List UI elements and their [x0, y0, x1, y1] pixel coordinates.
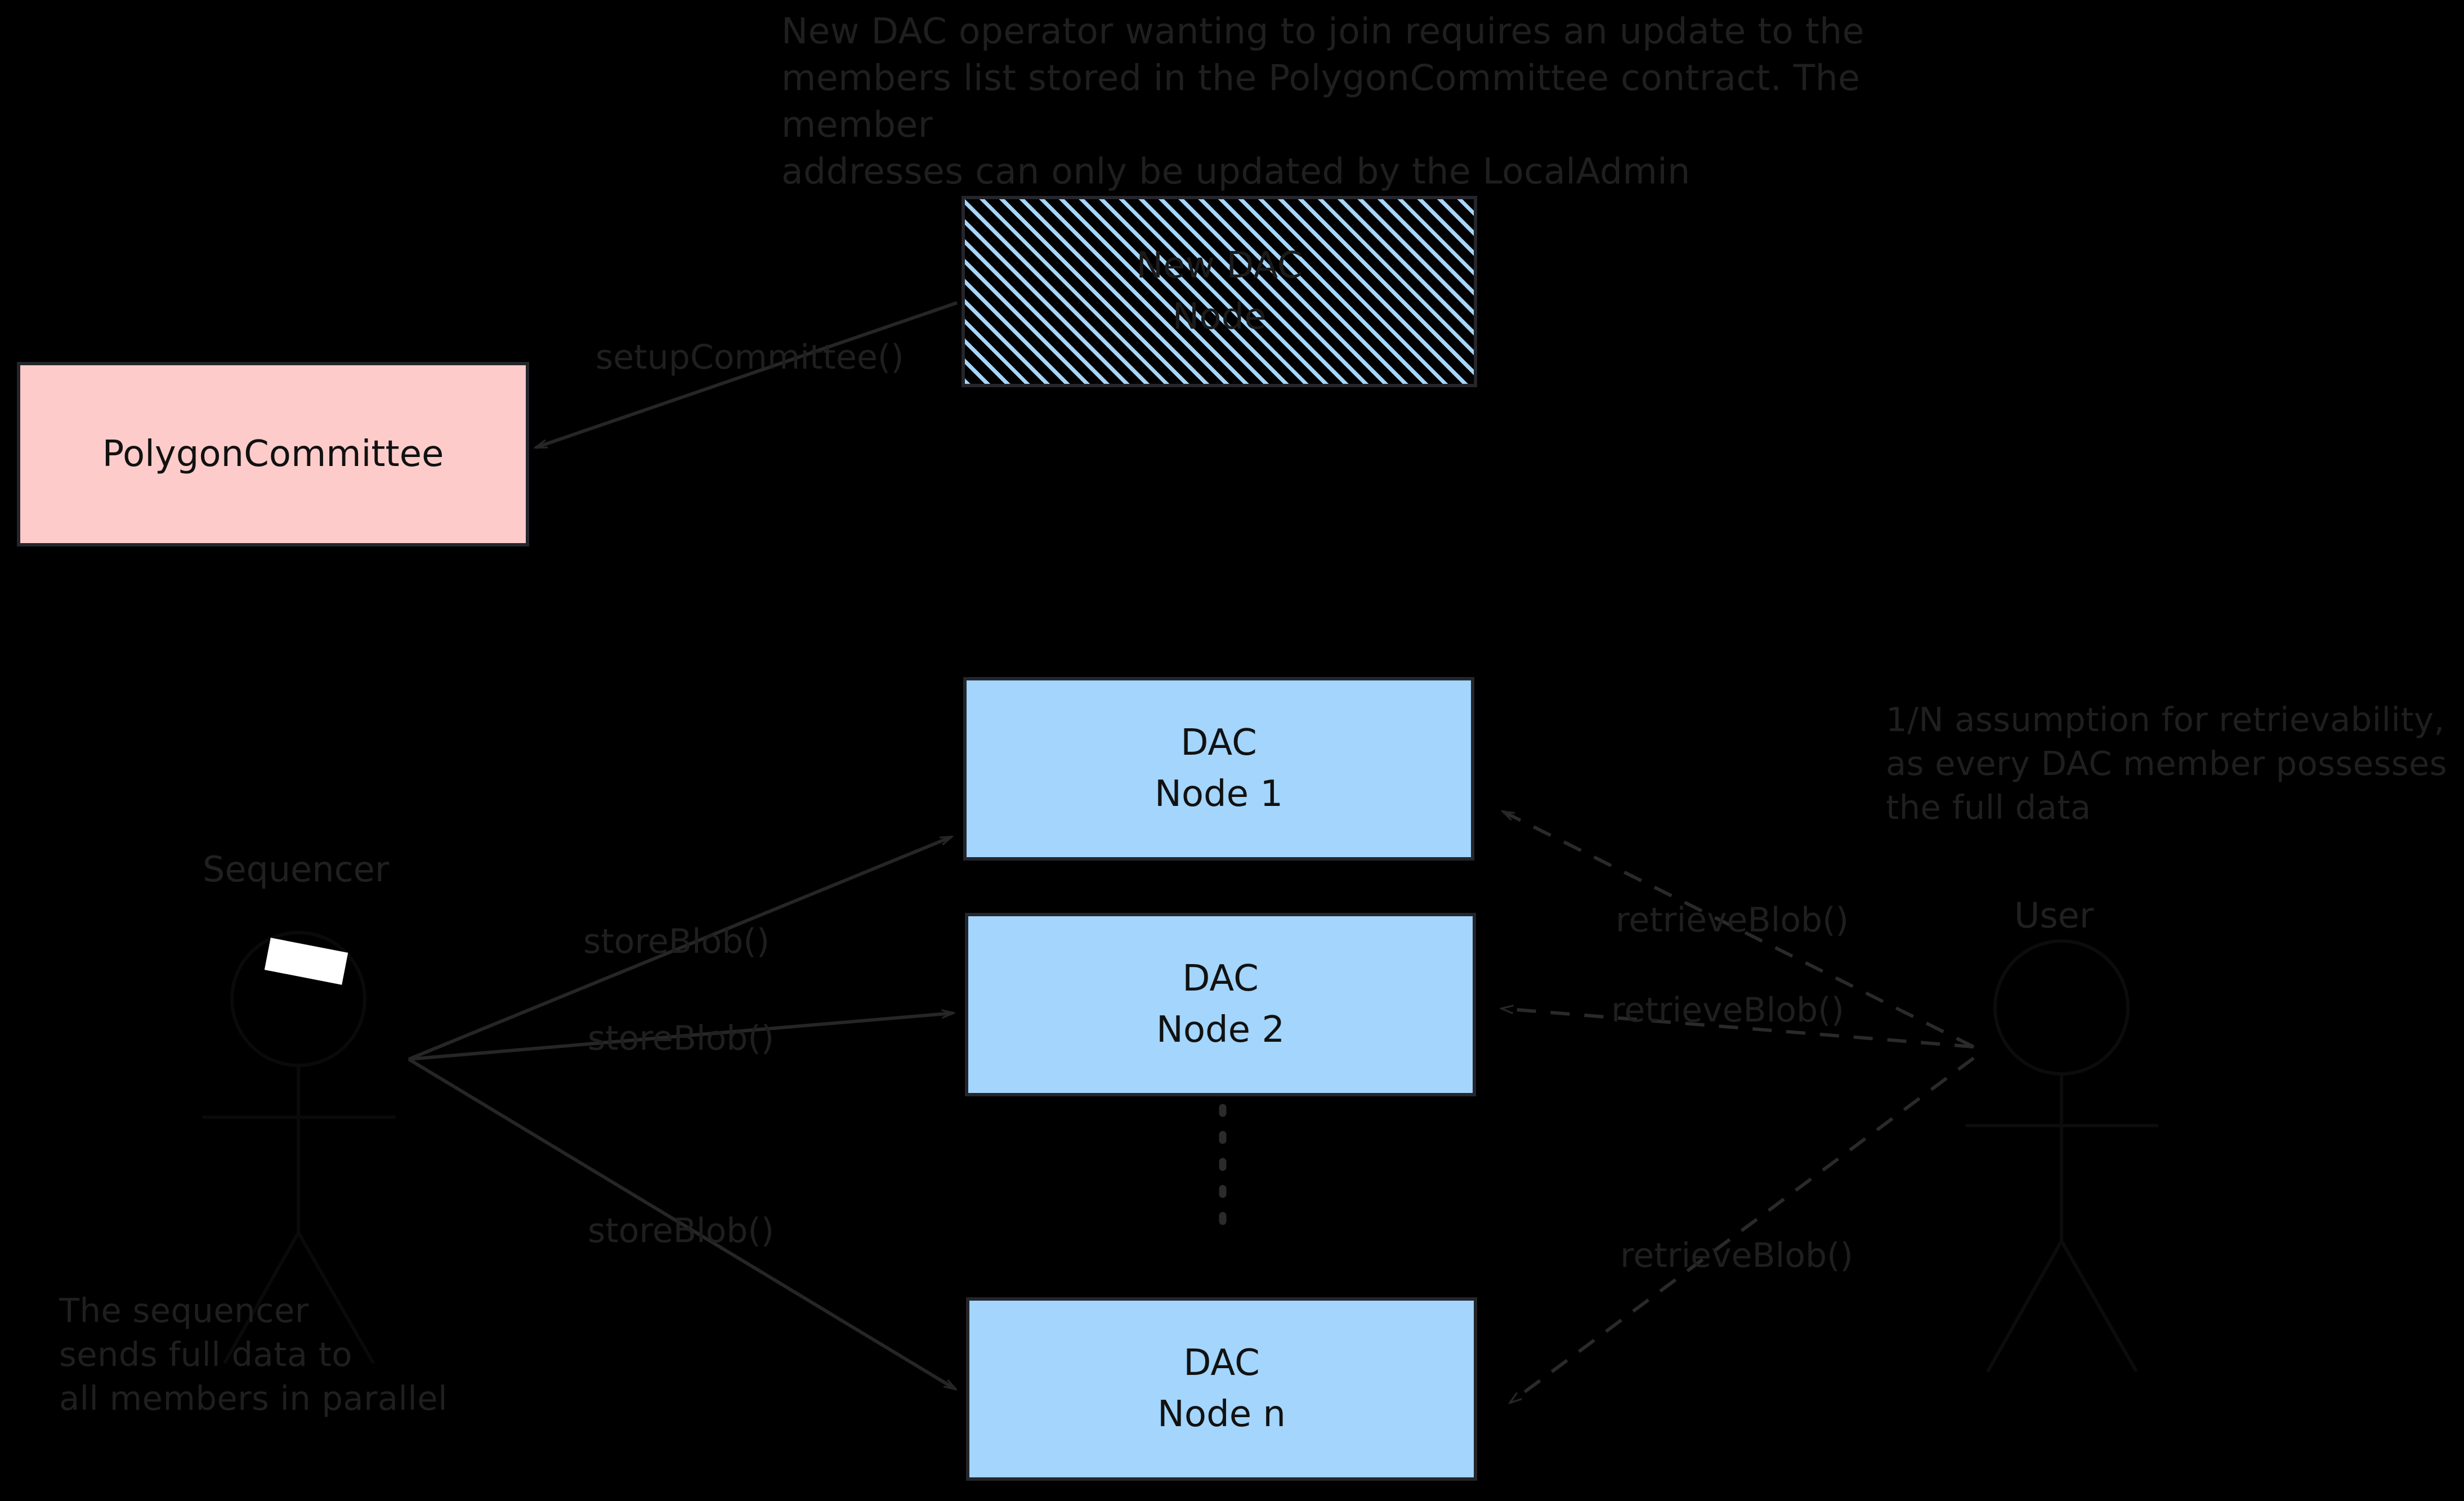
user-figure: [1965, 939, 2159, 1372]
polygon-committee-box[interactable]: PolygonCommittee: [17, 362, 529, 546]
dac-node-1-box[interactable]: DAC Node 1: [963, 677, 1474, 861]
polygon-committee-label: PolygonCommittee: [102, 433, 444, 475]
dac-node-2-label: DAC Node 2: [1156, 958, 1285, 1051]
dac-node-n-box[interactable]: DAC Node n: [966, 1297, 1477, 1481]
note-retrievability-assumption: 1/N assumption for retrievability, as ev…: [1886, 700, 2448, 827]
edge-retrieve-blob-n: [1510, 1056, 1975, 1403]
new-dac-node-box[interactable]: New DAC Node: [962, 196, 1477, 387]
dac-node-1-label: DAC Node 1: [1154, 722, 1284, 815]
dac-node-2-box[interactable]: DAC Node 2: [965, 913, 1476, 1096]
edge-label-setup-committee: setupCommittee(): [596, 338, 904, 377]
edge-label-store-blob-n: storeBlob(): [588, 1211, 775, 1251]
sequencer-label: Sequencer: [203, 849, 390, 890]
note-sequencer-parallel: The sequencer sends full data to all mem…: [59, 1291, 448, 1418]
edge-label-store-blob-2: storeBlob(): [588, 1019, 775, 1058]
new-dac-node-label: New DAC Node: [1136, 245, 1303, 338]
edge-label-store-blob-1: storeBlob(): [583, 922, 770, 961]
edge-label-retrieve-blob-2: retrieveBlob(): [1611, 991, 1844, 1030]
dac-node-n-label: DAC Node n: [1157, 1342, 1286, 1435]
note-new-operator: New DAC operator wanting to join require…: [781, 11, 1864, 192]
user-label: User: [2014, 895, 2094, 936]
edge-label-retrieve-blob-n: retrieveBlob(): [1620, 1236, 1853, 1275]
sequencer-highlight-chip: [264, 938, 348, 985]
edge-label-retrieve-blob-1: retrieveBlob(): [1616, 900, 1849, 940]
